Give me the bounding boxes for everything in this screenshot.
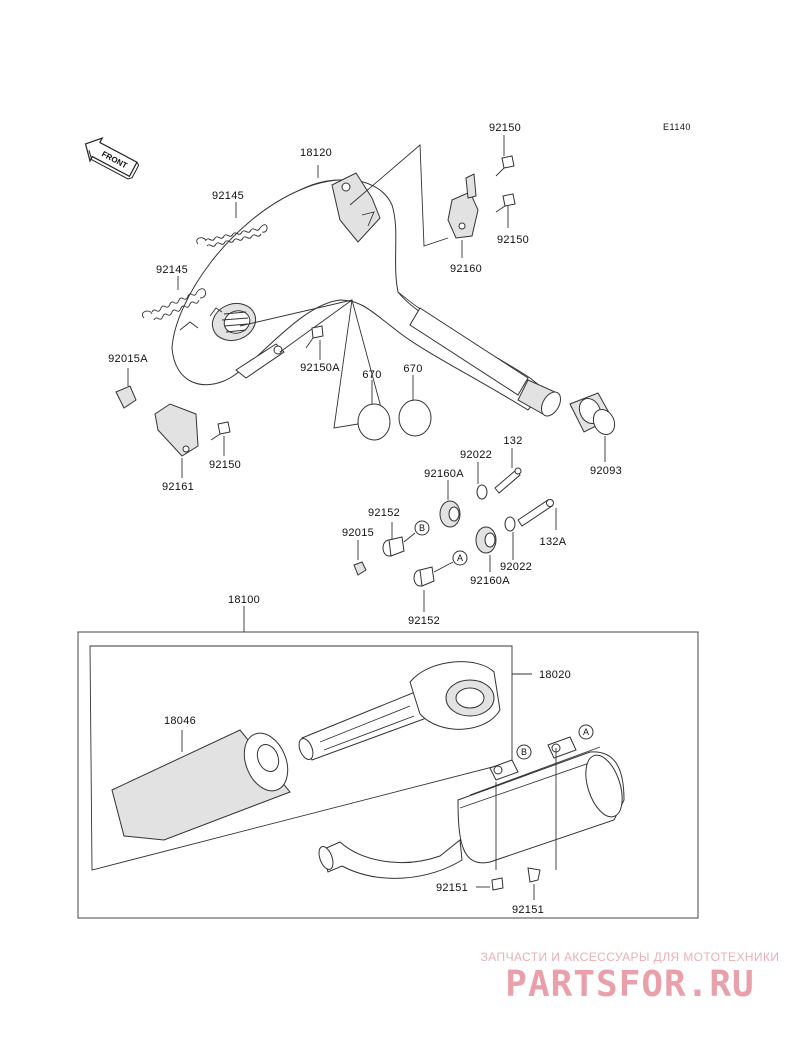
front-arrow-icon: FRONT [84, 136, 140, 180]
label-132A: 132A [540, 536, 567, 548]
label-92015A: 92015A [108, 353, 148, 365]
label-18020: 18020 [539, 669, 571, 681]
bracket-92160 [447, 173, 479, 239]
bolt-132 [494, 467, 522, 494]
label-92093: 92093 [590, 465, 622, 477]
label-92145-upper: 92145 [212, 190, 244, 202]
collar-92160A-upper [439, 500, 461, 528]
bolt-132A [517, 499, 554, 527]
bolt-92150-low [210, 421, 231, 441]
bolt-92150-top [495, 155, 515, 177]
outlet-sleeve [517, 379, 561, 417]
label-92150-mid: 92150 [497, 234, 529, 246]
label-18046: 18046 [164, 715, 196, 727]
label-132: 132 [503, 435, 522, 447]
watermark-brand: PARTSFOR.RU [505, 964, 755, 1005]
diagram-code: E1140 [663, 122, 691, 132]
label-92022-upper: 92022 [460, 449, 492, 461]
label-670-left: 670 [362, 369, 381, 381]
inner-pipe-18020 [298, 661, 501, 761]
gasket-670-left [357, 403, 391, 441]
muffler-assembly-frame [77, 631, 699, 919]
label-92150A: 92150A [300, 362, 340, 374]
gasket-670-right [398, 399, 432, 437]
marker-a [452, 550, 468, 566]
label-92160: 92160 [450, 263, 482, 275]
marker-b-muffler-label: B [521, 747, 527, 757]
bolt-92151-left [491, 877, 504, 891]
label-18100: 18100 [228, 594, 260, 606]
label-92160A-lower: 92160A [470, 575, 510, 587]
marker-a-label: A [457, 553, 463, 563]
collar-92160A-lower [475, 526, 497, 554]
label-92151-right: 92151 [512, 904, 544, 916]
label-18120: 18120 [300, 147, 332, 159]
marker-b-label: B [419, 523, 425, 533]
collar-92152-upper [382, 536, 405, 557]
spring-92145-upper [196, 224, 268, 247]
label-92152-upper: 92152 [368, 507, 400, 519]
watermark-subtitle: ЗАПЧАСТИ И АКСЕССУАРЫ ДЛЯ МОТОТЕХНИКИ [480, 950, 780, 964]
label-92161: 92161 [162, 481, 194, 493]
marker-a-muffler [578, 724, 594, 740]
marker-b [414, 520, 430, 536]
damper-92015A [115, 385, 137, 409]
collar-92152-lower [413, 566, 435, 587]
label-92022-lower: 92022 [500, 561, 532, 573]
marker-a-muffler-label: A [583, 727, 589, 737]
bolt-92151-right [527, 867, 541, 883]
label-92150-low: 92150 [209, 459, 241, 471]
packing-18046 [111, 729, 291, 841]
label-92160A-upper: 92160A [424, 468, 464, 480]
expansion-chamber [171, 172, 561, 417]
marker-b-muffler [516, 744, 532, 760]
washer-92022-lower [504, 516, 516, 532]
label-670-right: 670 [403, 363, 422, 375]
bolt-92150-mid [495, 193, 516, 213]
label-92015: 92015 [342, 527, 374, 539]
bolt-92150A [305, 325, 324, 349]
label-92150-top: 92150 [489, 122, 521, 134]
stay-92161 [154, 403, 199, 457]
nut-92015 [353, 561, 367, 576]
label-92151-left: 92151 [436, 882, 468, 894]
coupling-92093 [569, 392, 616, 436]
label-92152-lower: 92152 [408, 615, 440, 627]
washer-92022-upper [476, 484, 488, 500]
label-92145-lower: 92145 [156, 264, 188, 276]
spring-92145-lower [141, 288, 207, 321]
muffler-body [318, 736, 625, 879]
